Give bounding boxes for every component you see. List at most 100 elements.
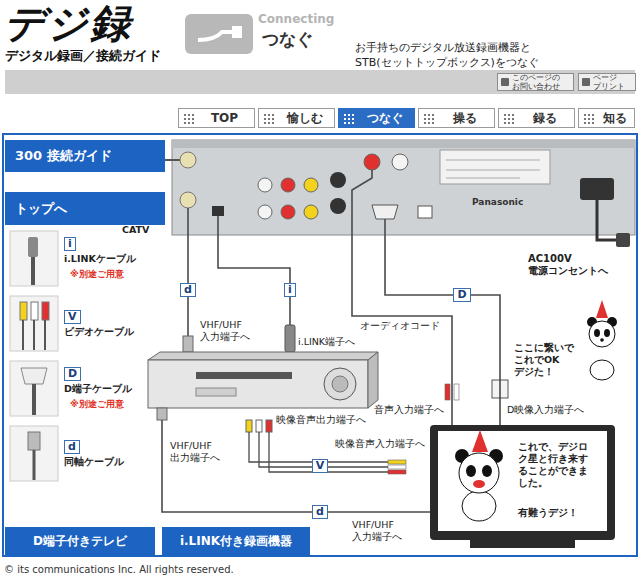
d-jack (372, 205, 398, 219)
nav-tab: 知る (578, 108, 635, 128)
cable-item: DD端子ケーブル※別途ご用意 (8, 359, 158, 419)
node-text: ページ プリント (593, 73, 632, 91)
audio-plug (454, 384, 459, 400)
connect-icon (185, 14, 253, 54)
page-title: デジタル録画／接続ガイド (5, 47, 161, 65)
node-text: 知る (603, 110, 627, 127)
thumb-bg (10, 426, 58, 481)
node-text: 300 接続ガイド (15, 147, 112, 165)
node-text: ※別途ご用意 (64, 268, 124, 281)
speech-text: ここに繋いで これでOK デジた！ (514, 342, 584, 378)
ilink-plug (285, 325, 295, 352)
section-heading: つなぐ (262, 28, 313, 51)
s-video-jack (330, 198, 346, 214)
port-label: VHF/UHF 出力端子へ (170, 440, 232, 464)
node-text: D端子ケーブル (64, 383, 132, 396)
node-text: 愉しむ (287, 110, 323, 127)
antenna-jack (180, 152, 196, 168)
cable-item: ii.LINKケーブル※別途ご用意 (8, 229, 158, 289)
thumb-bg (10, 361, 58, 416)
display (196, 388, 236, 396)
rca-plug (31, 302, 38, 320)
ilink-wire (31, 257, 35, 285)
port-label: VHF/UHF 入力端子へ (352, 519, 414, 543)
node-text: i.LINK付き録画機器 (180, 533, 292, 550)
d-wire (384, 219, 386, 235)
rca-plug (388, 460, 406, 464)
port-label: 映像音声出力端子へ (276, 414, 366, 426)
coax-wire (187, 208, 189, 336)
header-button: ページ プリント (578, 73, 636, 91)
copyright: © its communications Inc. All rights res… (4, 564, 234, 575)
recorder-drawing (148, 352, 378, 408)
party-hat (472, 430, 488, 452)
cable-letter: V (312, 459, 329, 473)
power-label: AC100V 電源コンセントへ (528, 253, 616, 277)
recorder-body (148, 360, 368, 408)
cable-item: d同軸ケーブル (8, 424, 158, 484)
icon-box (185, 14, 253, 54)
port-label: i.LINK端子へ (298, 336, 355, 348)
nav-tab-active: つなぐ (338, 108, 415, 128)
cable-label: オーディオコード (360, 320, 440, 332)
nav-button: D端子付きテレビ (5, 527, 155, 555)
header-bar (5, 70, 635, 94)
input-label: CATV (122, 224, 149, 236)
node-text: これで、デジロク星と行き来することができました。 (518, 441, 596, 489)
ilink-port (212, 206, 224, 216)
stb-rear-panel-drawing (160, 140, 635, 235)
cable-letter: V (64, 310, 81, 324)
cable-letter: d (64, 440, 80, 454)
nav-tab: 操る (418, 108, 495, 128)
node-text: ビデオケーブル (64, 326, 134, 339)
label-plate (440, 150, 550, 184)
panda-eye (466, 465, 476, 477)
panda-head (459, 453, 499, 493)
lan-port (418, 206, 432, 218)
audio-plug (445, 384, 450, 400)
ac-inlet (580, 178, 614, 200)
rca-jack (258, 205, 272, 219)
panda-eye (482, 465, 492, 477)
rca-plug (20, 302, 27, 320)
ilink-plug (28, 237, 38, 257)
content-frame (3, 134, 637, 556)
panda-mascot (587, 300, 617, 380)
node-text: TOP (211, 111, 238, 125)
d-wire (32, 384, 36, 415)
rca-plug (256, 420, 262, 432)
coax-plug (183, 336, 193, 352)
node-text: D端子付きテレビ (33, 533, 127, 550)
sidebar-band: トップへ (5, 192, 165, 225)
rca-plug (388, 465, 406, 469)
nav-button: i.LINK付き録画機器 (162, 527, 310, 555)
panda-mouth (473, 480, 485, 488)
node-text: ※別途ご用意 (64, 398, 124, 411)
node-text: 録る (533, 110, 557, 127)
cable-connector (352, 235, 452, 425)
stb-rear-panel: Panasonic (172, 140, 635, 235)
tape-slot (196, 372, 292, 379)
port-label: 音声入力端子へ (374, 404, 444, 416)
antenna-jack (180, 192, 196, 208)
nav-tab: 録る (498, 108, 575, 128)
panda-eye (604, 329, 610, 337)
rca-jack (281, 178, 295, 192)
header-button: このページの お問い合わせ (497, 73, 574, 91)
party-hat (596, 300, 608, 318)
panda-head (589, 321, 615, 347)
plug-head (232, 26, 242, 38)
panda-body (590, 360, 614, 380)
recorder-top (148, 352, 378, 360)
coax-wire (33, 450, 36, 480)
port-label: D映像入力端子へ (507, 404, 584, 416)
rca-jack (304, 205, 318, 219)
port-label: 映像音声入力端子へ (335, 438, 425, 450)
rca-wire (23, 320, 45, 350)
rca-plug (42, 302, 49, 320)
dial (324, 368, 356, 400)
node-text: トップへ (15, 200, 67, 218)
cable-letter: D (453, 288, 470, 302)
audio-jack (364, 154, 380, 170)
